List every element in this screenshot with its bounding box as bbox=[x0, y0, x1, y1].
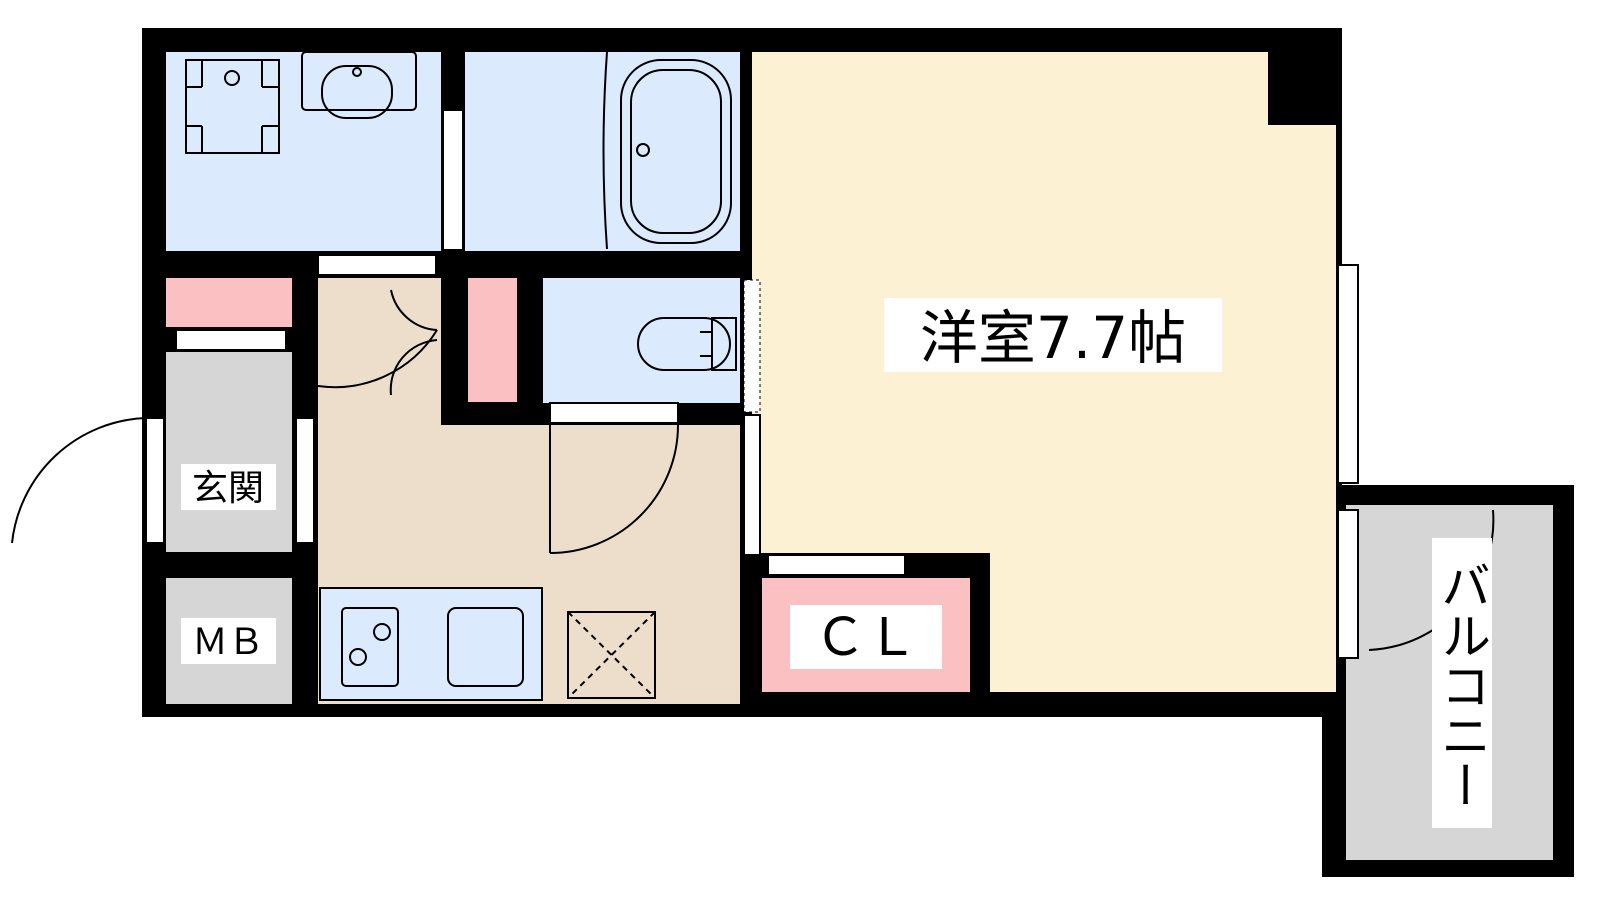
wall-opening-lower bbox=[743, 414, 761, 556]
entrance-label: 玄関 bbox=[192, 468, 264, 509]
closet-label-bg bbox=[790, 605, 942, 669]
stove-icon bbox=[341, 607, 524, 687]
entrance-area bbox=[166, 352, 292, 552]
toilet-door-frame bbox=[549, 402, 679, 424]
sink-icon bbox=[301, 51, 417, 119]
toilet-icon bbox=[637, 317, 737, 371]
meter-box-label: ＭＢ bbox=[192, 622, 264, 663]
western-room-label: 洋室7.7帖 bbox=[920, 304, 1186, 372]
wall-opening bbox=[743, 279, 761, 413]
balcony-label: バルコニー bbox=[1433, 560, 1491, 810]
closet-label: ＣＬ bbox=[814, 608, 918, 668]
bathroom bbox=[465, 52, 740, 251]
closet-door-frame bbox=[767, 554, 906, 576]
storage-small bbox=[468, 278, 517, 402]
washing-machine-icon bbox=[185, 59, 280, 154]
western-room-label-bg bbox=[884, 298, 1222, 372]
washroom bbox=[166, 52, 441, 251]
wash-opening bbox=[442, 109, 464, 251]
balcony-label-bg bbox=[1432, 538, 1492, 828]
fridge-space-icon bbox=[567, 611, 656, 699]
bathtub-icon bbox=[602, 51, 732, 250]
window-right-lower bbox=[1337, 509, 1359, 659]
meter-box-label-bg bbox=[181, 618, 276, 664]
toilet-room bbox=[543, 278, 740, 403]
window-right-upper bbox=[1337, 264, 1359, 484]
door-arcs bbox=[11, 289, 1495, 651]
entrance-label-bg bbox=[181, 464, 276, 510]
kitchen-counter bbox=[319, 587, 543, 701]
storage-upper bbox=[166, 278, 292, 327]
entrance-door-leaf bbox=[175, 329, 287, 351]
entrance-door-frame bbox=[317, 254, 437, 276]
